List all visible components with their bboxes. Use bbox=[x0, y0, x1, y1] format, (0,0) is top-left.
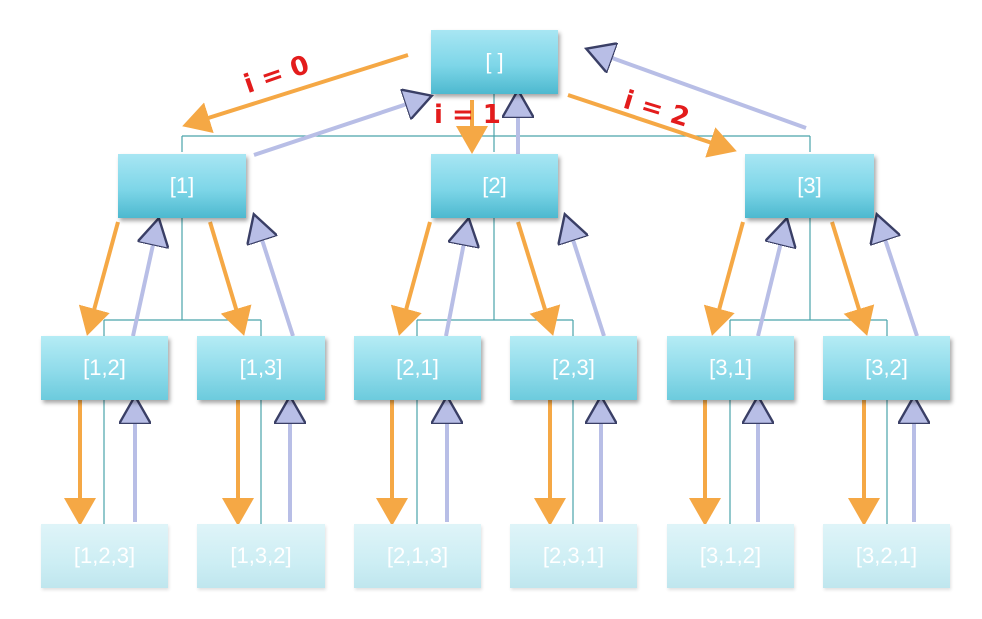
tree-connectors bbox=[103, 94, 888, 524]
node-3-2-1: [3,2,1] bbox=[823, 524, 950, 588]
node-2-1: [2,1] bbox=[354, 336, 481, 400]
label-i-1: i = 1 bbox=[434, 100, 501, 130]
node-2-3-1: [2,3,1] bbox=[510, 524, 637, 588]
node-2-3: [2,3] bbox=[510, 336, 637, 400]
node-1-2-3: [1,2,3] bbox=[41, 524, 168, 588]
node-1: [1] bbox=[118, 154, 246, 218]
node-1-3: [1,3] bbox=[197, 336, 325, 400]
forward-arrows bbox=[64, 53, 880, 526]
node-3-1: [3,1] bbox=[667, 336, 794, 400]
node-2-1-3: [2,1,3] bbox=[354, 524, 481, 588]
node-3: [3] bbox=[745, 154, 874, 218]
node-root: [ ] bbox=[431, 30, 558, 94]
node-2: [2] bbox=[431, 154, 558, 218]
node-1-2: [1,2] bbox=[41, 336, 168, 400]
node-3-2: [3,2] bbox=[823, 336, 950, 400]
node-1-3-2: [1,3,2] bbox=[197, 524, 325, 588]
backtrack-arrows bbox=[133, 50, 917, 522]
node-3-1-2: [3,1,2] bbox=[667, 524, 794, 588]
